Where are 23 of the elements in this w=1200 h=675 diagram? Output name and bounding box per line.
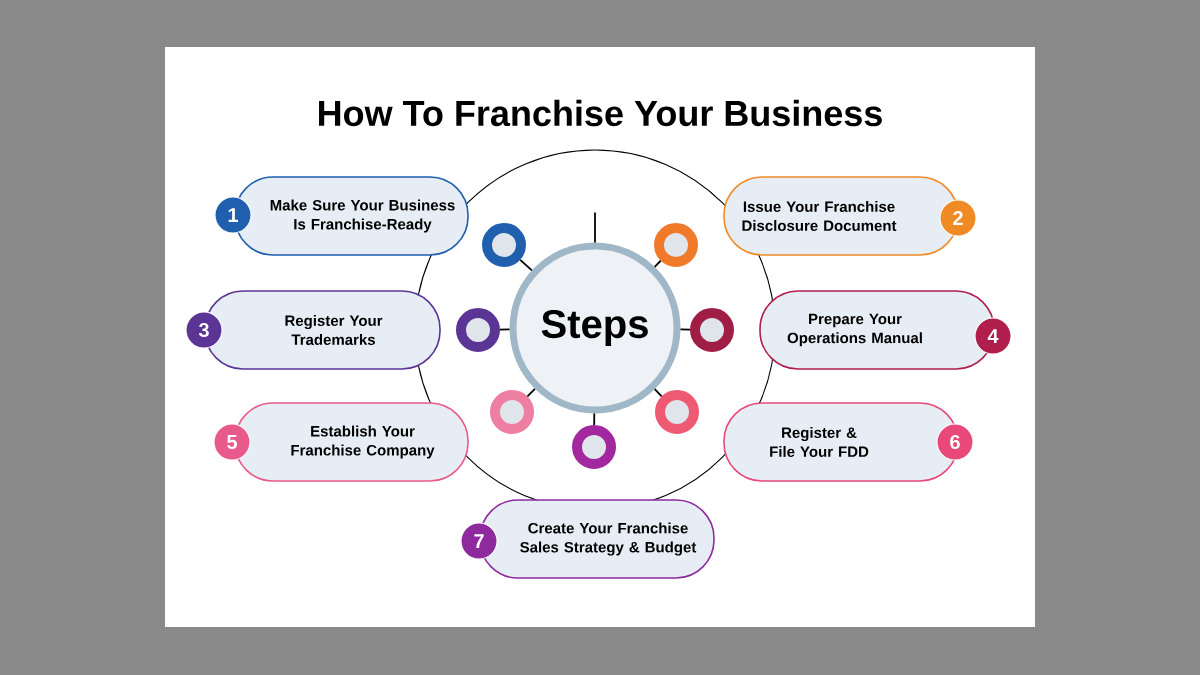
dot-circle [654,223,698,267]
number-badge: 7 [460,522,498,560]
connector-line [499,328,511,331]
dot-circle [655,390,699,434]
title: How To Franchise Your Business [319,99,882,127]
connector-line [594,211,596,244]
dot-circle [482,223,526,267]
dot-circle [490,390,534,434]
number-badge: 4 [974,317,1012,355]
connector-line [653,388,663,398]
number-badge: 6 [936,423,974,461]
number-badge: 5 [213,423,251,461]
dot-circle [456,308,500,352]
dot-circle [572,425,616,469]
number-badge: 3 [185,311,223,349]
connector-line [593,412,596,426]
connector-line [526,387,536,398]
number-badge: 1 [214,196,252,234]
connector-line [519,258,533,272]
number-badge: 2 [939,199,977,237]
connector-line [653,259,662,268]
connector-line [679,328,691,331]
dot-circle [690,308,734,352]
